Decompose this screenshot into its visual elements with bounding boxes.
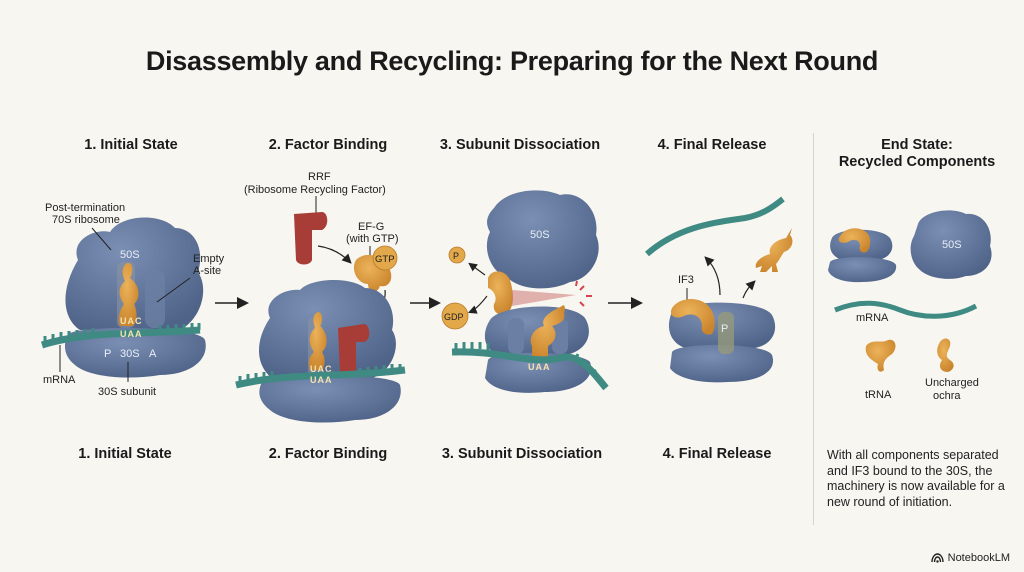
ribosome-30s-shape	[670, 344, 774, 383]
end-state-illustration: 50S mRNA tRNA Uncharged ochra	[828, 210, 992, 402]
end-state-heading: End State: Recycled Components	[810, 137, 1024, 171]
end-trna-label: tRNA	[865, 389, 892, 401]
uncharged-trna-icon	[937, 338, 954, 372]
brand-name: NotebookLM	[947, 552, 1010, 564]
recycled-30s-bottom	[828, 257, 897, 283]
mrna-strand	[235, 366, 406, 389]
step-4-illustration: IF3 P	[645, 196, 793, 383]
ribosome-label-line2: 70S ribosome	[52, 214, 120, 226]
recycled-if3-icon	[838, 228, 871, 253]
rrf-label-line2: (Ribosome Recycling Factor)	[244, 184, 386, 196]
uncharged-label-line2: ochra	[933, 390, 961, 402]
30s-label: 30S	[120, 348, 140, 360]
gtp-badge	[372, 245, 398, 271]
gdp-label: GDP	[444, 312, 464, 322]
p-site-label: P	[721, 323, 728, 335]
if3-icon	[670, 299, 715, 335]
phosphate-arrow	[468, 262, 486, 276]
notebooklm-logo-icon	[930, 553, 944, 563]
codon-label: UAA	[120, 329, 143, 339]
efg-released-icon	[488, 271, 513, 315]
uncharged-label-line1: Uncharged	[925, 377, 979, 389]
ribosome-50s-shape	[258, 279, 396, 378]
dissociation-burst	[512, 290, 576, 306]
step-2-heading: 2. Factor Binding	[268, 137, 388, 153]
trna-released-icon	[755, 228, 793, 272]
empty-site-leader-line	[156, 277, 191, 303]
step-4-heading: 4. Final Release	[657, 137, 767, 153]
step-4-caption: 4. Final Release	[662, 446, 772, 462]
p-site-label: P	[104, 348, 111, 360]
mrna-teeth	[43, 323, 201, 343]
step-2-illustration: RRF (Ribosome Recycling Factor) EF-G (wi…	[235, 171, 406, 423]
brand-watermark: NotebookLM	[930, 552, 1010, 564]
mrna-teeth	[454, 342, 597, 376]
rrf-arrow	[317, 245, 352, 264]
rrf-icon	[294, 212, 328, 265]
mrna-released-strand	[645, 196, 785, 257]
mrna-release-arrow	[704, 256, 721, 296]
efg-label-line2: (with GTP)	[346, 233, 399, 245]
phosphate-icon	[448, 246, 466, 264]
end-mrna-label: mRNA	[856, 312, 889, 324]
anticodon-label: UAC	[120, 316, 143, 326]
a-site-channel	[145, 270, 165, 328]
trna-release-arrow	[742, 280, 756, 299]
mrna-teeth	[238, 364, 402, 383]
step-1-caption: 1. Initial State	[78, 446, 172, 462]
if3-label: IF3	[678, 274, 694, 286]
efg-label-line1: EF-G	[358, 221, 384, 233]
ribosome-30s-shape	[64, 328, 206, 378]
end-state-heading-line2: Recycled Components	[838, 154, 996, 170]
ribosome-label-line1: Post-termination	[45, 202, 125, 214]
gdp-arrow	[467, 295, 488, 314]
step-1-heading: 1. Initial State	[84, 137, 178, 153]
trna-icon	[118, 262, 139, 326]
mrna-strand	[40, 326, 201, 349]
step-3-heading: 3. Subunit Dissociation	[439, 137, 601, 153]
end-state-summary: With all components separated and IF3 bo…	[827, 448, 1005, 509]
50s-label: 50S	[120, 249, 140, 261]
recycled-50s-shape	[910, 210, 992, 279]
recycled-trna-icon	[865, 339, 896, 372]
rrf-label-line1: RRF	[308, 171, 331, 183]
empty-site-line1: Empty	[193, 253, 225, 265]
gdp-icon	[441, 302, 469, 330]
a-site-label: A	[149, 348, 157, 360]
codon-label: UAA	[528, 362, 551, 372]
trna-icon	[308, 312, 327, 370]
codon-label: UAA	[310, 375, 333, 385]
trna-icon	[530, 305, 565, 358]
step-1-illustration: UAC UAA P 30S A 50S Post-termination 70S…	[40, 202, 225, 398]
page-title: Disassembly and Recycling: Preparing for…	[145, 46, 879, 76]
anticodon-label: UAC	[310, 364, 333, 374]
recycled-mrna-strand	[834, 300, 978, 319]
step-2-caption: 2. Factor Binding	[268, 446, 388, 462]
p-site-channel	[718, 312, 734, 354]
mrna-label: mRNA	[43, 374, 76, 386]
30s-subunit-label: 30S subunit	[98, 386, 156, 398]
section-divider	[813, 133, 814, 525]
end-50s-label: 50S	[942, 239, 962, 251]
ribosome-30s-shape	[259, 374, 401, 423]
ribosome-leader-line	[91, 227, 112, 251]
step-3-illustration: 50S P GDP UAA	[441, 190, 609, 393]
burst-sparks	[575, 280, 592, 307]
50s-label: 50S	[530, 229, 550, 241]
ribosome-30s-shape	[485, 352, 592, 393]
phosphate-label: P	[453, 251, 459, 261]
ribosome-50s-shape	[486, 190, 599, 289]
rrf-bound-icon	[338, 324, 370, 377]
gtp-label: GTP	[375, 254, 395, 265]
empty-site-line2: A-site	[193, 265, 221, 277]
end-state-heading-line1: End State:	[881, 137, 953, 153]
step-3-caption: 3. Subunit Dissociation	[441, 446, 603, 462]
